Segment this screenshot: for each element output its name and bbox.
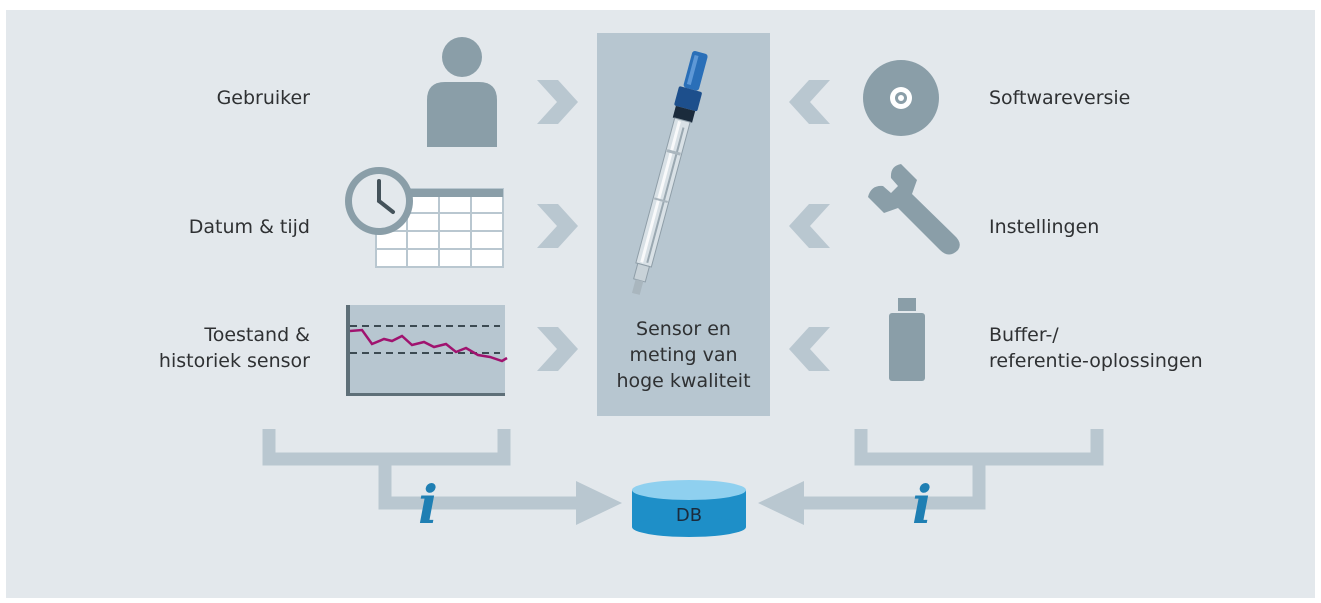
right-stem [800, 459, 986, 510]
label-line: Instellingen [989, 216, 1100, 238]
chevron-right-icon [537, 327, 578, 371]
software-disc-icon [863, 60, 939, 136]
user-icon [427, 37, 497, 147]
label-line: meting van [629, 344, 738, 366]
chevron-left-icon [789, 80, 830, 124]
left-chevrons [537, 80, 578, 371]
bottle-icon [889, 298, 925, 381]
label-date-time: Datum & tijd [189, 214, 310, 240]
chevron-left-icon [789, 204, 830, 248]
label-software-version: Softwareversie [989, 85, 1130, 111]
info-icon: i [912, 475, 932, 536]
label-user: Gebruiker [217, 85, 310, 111]
label-line: Gebruiker [216, 87, 310, 109]
database-cylinder-icon [632, 480, 746, 537]
label-line: hoge kwaliteit [616, 370, 751, 392]
label-line: Sensor en [636, 318, 731, 340]
arrow-to-db-right [758, 481, 804, 525]
right-chevrons [789, 80, 830, 371]
label-line: referentie-oplossingen [989, 350, 1203, 372]
chevron-right-icon [537, 204, 578, 248]
label-line: historiek sensor [158, 350, 310, 372]
label-settings: Instellingen [989, 214, 1099, 240]
trend-chart-icon [346, 305, 508, 396]
flow-lines [262, 429, 1104, 510]
db-label: DB [676, 505, 702, 526]
left-stem [378, 459, 580, 510]
wrench-icon [868, 164, 960, 255]
chevron-right-icon [537, 80, 578, 124]
info-icon: i [418, 475, 438, 536]
label-line: Datum & tijd [188, 216, 310, 238]
arrow-to-db-left [576, 481, 622, 525]
right-bracket [854, 429, 1104, 466]
label-line: Toestand & [204, 324, 310, 346]
ph-sensor-probe-icon [631, 51, 708, 295]
label-sensor-history: Toestand & historiek sensor [159, 322, 310, 374]
clock-calendar-icon [345, 167, 504, 268]
label-buffer-solutions: Buffer-/ referentie-oplossingen [989, 322, 1203, 374]
chevron-left-icon [789, 327, 830, 371]
label-line: Softwareversie [989, 87, 1131, 109]
label-line: Buffer-/ [989, 324, 1059, 346]
label-sensor-quality: Sensor en meting van hoge kwaliteit [597, 316, 770, 394]
left-bracket [262, 429, 511, 466]
